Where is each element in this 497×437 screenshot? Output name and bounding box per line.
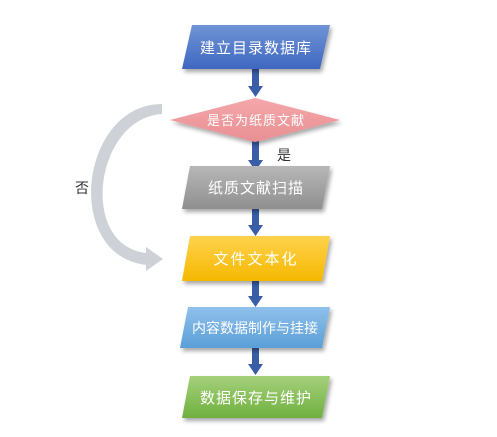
no-loop-arrow <box>91 104 163 271</box>
step-data-save-maintain-label: 数据保存与维护 <box>200 389 312 407</box>
step-paper-scan <box>182 166 330 209</box>
decision-paper-document-label: 是否为纸质文献 <box>207 114 305 129</box>
connector-3 <box>248 209 263 236</box>
step-file-textualize <box>182 236 330 281</box>
decision-paper-document <box>170 98 340 142</box>
no-label: 否 <box>75 181 89 197</box>
step-file-textualize-label: 文件文本化 <box>213 250 298 268</box>
connector-2 <box>248 140 263 171</box>
step-content-data-mount <box>180 307 330 348</box>
step-data-save-maintain <box>182 376 330 418</box>
connector-4 <box>248 281 263 307</box>
step-content-data-mount-label: 内容数据制作与挂接 <box>192 320 318 337</box>
step-build-catalog-db <box>182 25 330 69</box>
connector-5 <box>248 348 263 375</box>
connector-1 <box>248 68 263 97</box>
step-build-catalog-db-label: 建立目录数据库 <box>200 39 312 57</box>
step-paper-scan-label: 纸质文献扫描 <box>208 179 304 197</box>
yes-label: 是 <box>277 148 291 164</box>
